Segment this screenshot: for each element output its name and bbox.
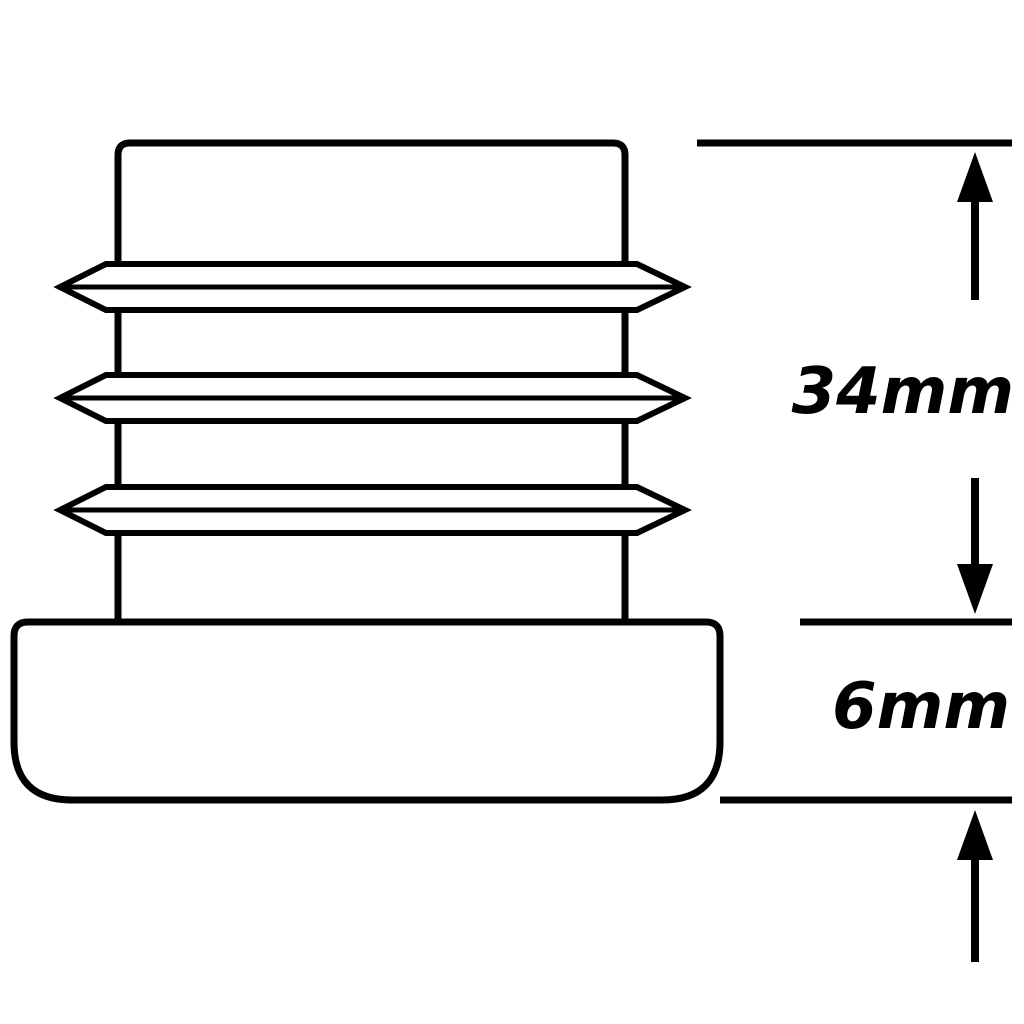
- dim-label-cap-height: 6mm: [832, 670, 1010, 744]
- fin-top: [53, 261, 692, 313]
- dim-label-insert-height: 34mm: [792, 355, 1014, 429]
- fin-bottom: [53, 484, 692, 536]
- fin-middle: [53, 372, 692, 424]
- dim-arrow-up-34mm-icon: [957, 152, 993, 300]
- dim-arrow-down-34mm-icon: [957, 478, 993, 614]
- base-cap: [10, 618, 724, 804]
- dim-arrow-up-6mm-icon: [957, 810, 993, 962]
